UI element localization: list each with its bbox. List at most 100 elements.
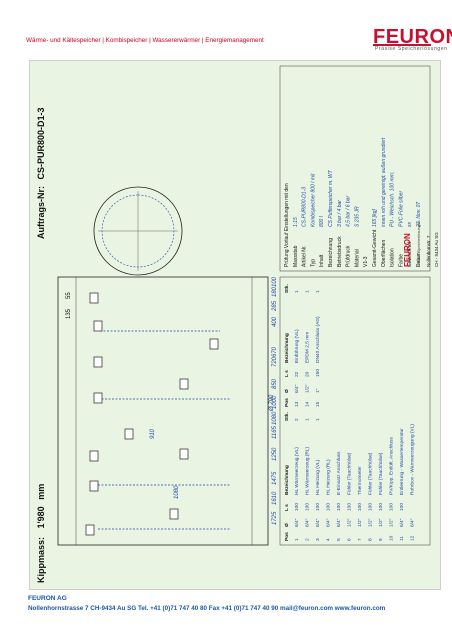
height-label: 180	[272, 286, 278, 297]
parts-header: Bezeichnung	[284, 333, 290, 363]
parts-cell: 100	[305, 503, 311, 511]
parts-cell: 6/4"	[410, 518, 416, 527]
title-block-value: 23. Nov. 07	[416, 202, 422, 228]
parts-cell: 100	[294, 503, 300, 511]
parts-cell: 100	[399, 503, 405, 511]
title-block-label: Farbe	[398, 254, 404, 267]
parts-cell: 100	[357, 503, 363, 511]
svg-text:Kippmass: 1'980 mm: Kippmass: 1'980 mm	[36, 484, 46, 583]
parts-cell: 12	[410, 535, 416, 541]
title-block-label: Material	[354, 249, 360, 267]
parts-cell: 2	[294, 418, 300, 421]
parts-cell: 4	[326, 538, 332, 541]
parts-cell: Rohrbox - Wärmeerzeugung (VL)	[410, 424, 416, 495]
parts-header: Ø	[284, 389, 290, 393]
dim-1080: 1080	[174, 485, 180, 499]
title-block-value: 4,5 bar / 6 bar	[346, 196, 352, 227]
feuron-logo: FEURON Präsise Speicherlösungen	[373, 26, 452, 52]
parts-cell: 1/2"	[305, 384, 311, 393]
title-block-value: CS-PUR800-D1-3	[302, 187, 308, 227]
parts-cell: 100	[347, 503, 353, 511]
parts-cell: 13	[294, 401, 300, 407]
title-block-label: Bezeichnung	[328, 238, 334, 267]
parts-cell: E-Einsatz Anschluss	[336, 451, 342, 495]
parts-header: Pos	[284, 398, 290, 407]
logo-word: FEURON	[373, 26, 452, 48]
parts-cell: 3	[315, 538, 321, 541]
drawing-sheet: Kippmass: 1'980 mm Auftrags-Nr: CS-PUR80…	[29, 60, 449, 590]
height-label: 720	[272, 356, 278, 367]
parts-cell: 7	[357, 538, 363, 541]
parts-cell: 5	[336, 538, 342, 541]
parts-cell: Entleerung - Wassertemperatur	[399, 428, 405, 495]
title-block-value: PU - Weichsch. 100 mm;	[390, 171, 396, 227]
parts-cell: 150	[315, 369, 321, 377]
title-block-value: xx	[407, 222, 413, 229]
title-block-value: Kombispeicher 800 l mit	[310, 173, 316, 227]
parts-cell: 6/4"	[326, 518, 332, 527]
parts-cell: EPDM 2,5 mm	[305, 332, 311, 363]
parts-cell: 1/2"	[357, 518, 363, 527]
parts-cell: 1	[305, 290, 311, 293]
title-block-label: V1-3	[363, 256, 369, 267]
parts-cell: 1	[315, 290, 321, 293]
parts-cell: Einführung (VL)	[294, 329, 300, 363]
parts-cell: 100	[336, 503, 342, 511]
parts-cell: DN40 Anschluss (AG)	[315, 316, 321, 363]
stamp-text: Präsise Speicherlösungen	[416, 221, 421, 267]
height-label: 850	[272, 378, 278, 389]
dim-135: 135	[66, 308, 72, 319]
parts-cell: 1	[294, 538, 300, 541]
parts-header: Ø	[284, 523, 290, 527]
height-label: 1725	[272, 511, 278, 525]
parts-cell: 1	[294, 290, 300, 293]
parts-cell: 6/4"	[305, 518, 311, 527]
parts-cell: 1/2"	[378, 518, 384, 527]
parts-cell: 9	[378, 538, 384, 541]
parts-cell: 11	[399, 536, 405, 541]
parts-cell: 1	[315, 418, 321, 421]
title-block-label: Massstab	[293, 245, 299, 267]
title-block-value: S 235 JR	[354, 206, 360, 227]
parts-cell: 6	[347, 538, 353, 541]
parts-cell: Fühler (Tauchhülse)	[368, 452, 374, 495]
parts-cell: 100	[389, 503, 395, 511]
kippmass-value: 1'980	[36, 506, 46, 528]
title-block-label: Prüfdruck	[346, 245, 352, 267]
tank-top-view	[93, 186, 183, 276]
parts-cell: PV/Kipp. Entlüft. Anschluss	[389, 437, 395, 495]
title-block-value: CS Pufferspeicher m. WT	[328, 169, 334, 227]
parts-cell: 1/2"	[389, 518, 395, 527]
dim-55: 55	[66, 292, 72, 299]
parts-cell: 14	[305, 401, 311, 407]
parts-header: Bezeichnung	[284, 465, 290, 495]
title-block-label: Prüfung Vorlauf Einstellungen mit den	[284, 183, 290, 267]
parts-cell: 1	[305, 418, 311, 421]
parts-cell: 6/4"	[294, 518, 300, 527]
title-block-label: Isolation	[390, 248, 396, 267]
height-label: 1610	[272, 491, 278, 505]
parts-cell: 6/4"	[294, 384, 300, 393]
title-block-label: Datum	[416, 252, 422, 267]
parts-cell: HL Heizung (RL)	[326, 459, 332, 495]
parts-header: L s	[284, 370, 290, 377]
title-block-label: Typ	[310, 259, 316, 267]
stamp-text: CH - 9434 Au SG	[434, 232, 439, 267]
title-block-value: 165 [kg]	[372, 209, 378, 227]
title-block-value: PVC-Folie silber	[398, 191, 404, 227]
parts-cell: 100	[326, 503, 332, 511]
title-block-value: innen roh und gereinigt; außen grundiert	[381, 137, 387, 227]
technical-drawing: Kippmass: 1'980 mm Auftrags-Nr: CS-PUR80…	[36, 65, 449, 583]
parts-cell: 20	[305, 371, 311, 377]
parts-cell: HL Wärmeerzeug.(RL)	[305, 447, 311, 495]
diameter-label: Ø 790	[269, 394, 275, 412]
parts-cell: Thermometer	[357, 466, 363, 495]
parts-cell: HL Wärmeerzeug.(VL)	[294, 447, 300, 495]
height-label: 1080	[272, 411, 278, 425]
title-block-value: 800 l	[319, 215, 325, 227]
header-tagline: Wärme- und Kältespeicher | Kombispeicher…	[26, 37, 264, 44]
title-block-label: Gezeichnet	[407, 241, 413, 267]
parts-cell: 100	[378, 503, 384, 511]
